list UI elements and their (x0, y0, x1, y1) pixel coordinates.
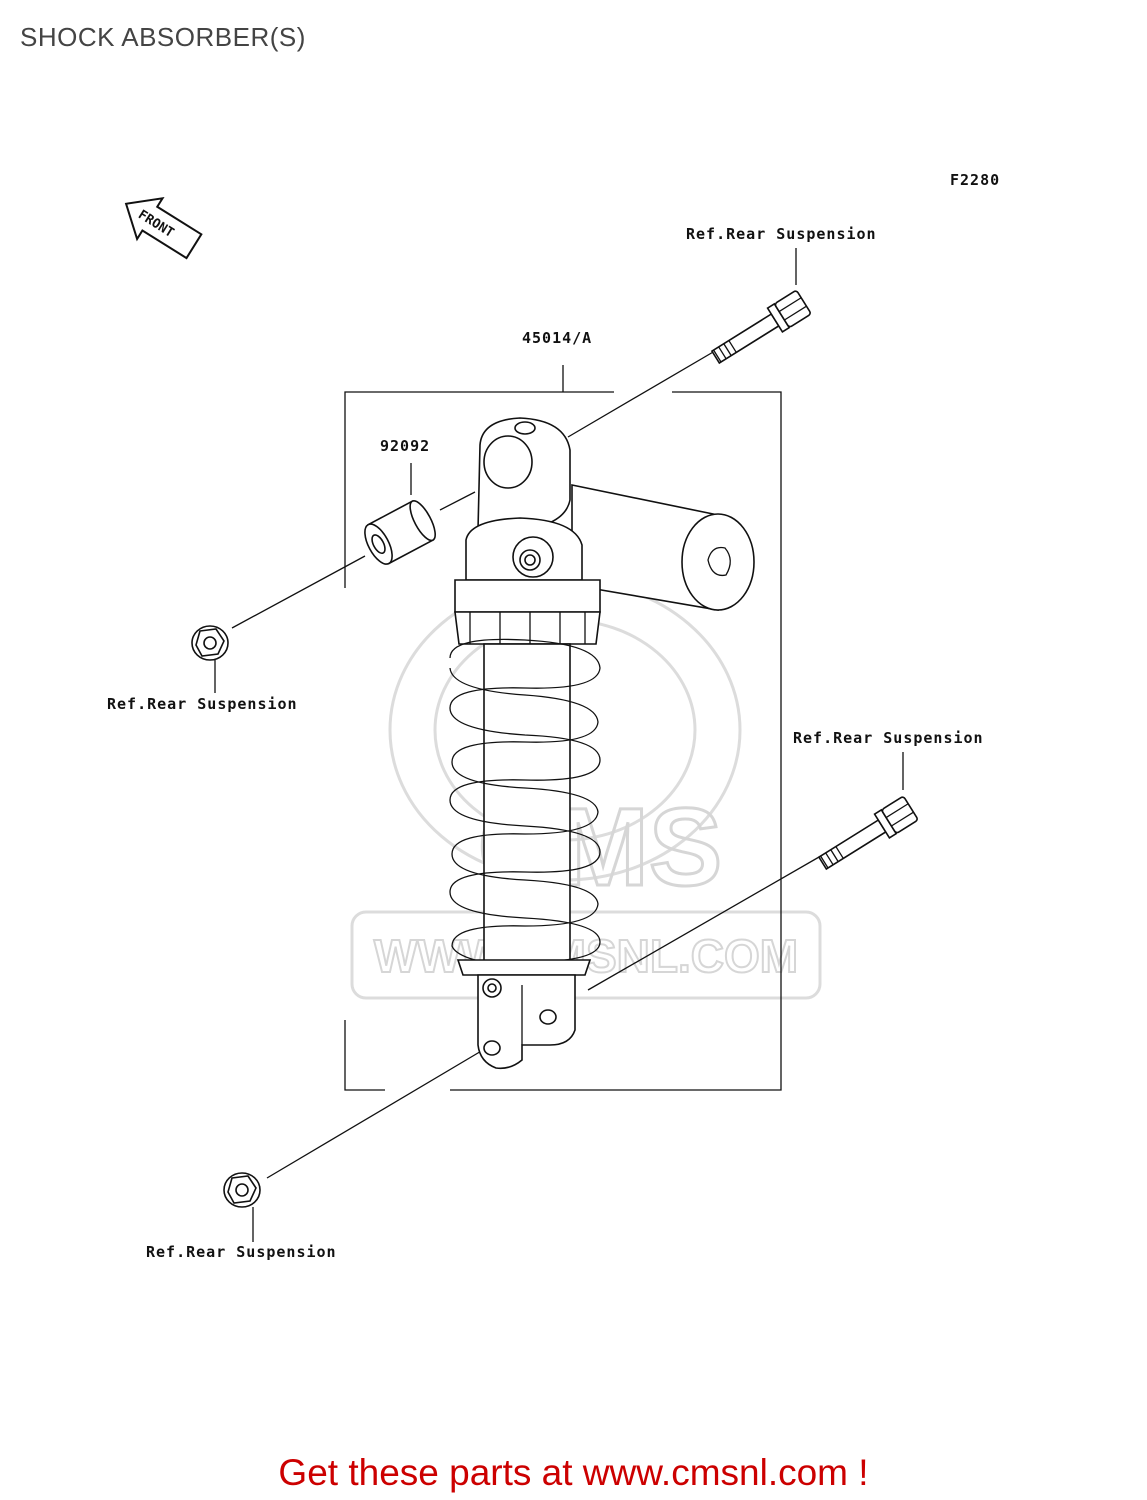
lower-mounting-bolt (817, 796, 918, 871)
page-title: SHOCK ABSORBER(S) (20, 22, 306, 52)
assembly-bracket (344, 365, 782, 1091)
ref-top-bolt-label: Ref.Rear Suspension (686, 225, 877, 243)
ref-upper-nut-label: Ref.Rear Suspension (107, 695, 298, 713)
collar-part-label: 92092 (380, 437, 430, 455)
leader-lines (214, 248, 904, 1242)
front-arrow-icon: FRONT (124, 196, 203, 260)
ref-lower-nut-label: Ref.Rear Suspension (146, 1243, 337, 1261)
shock-absorber (449, 417, 755, 1070)
coil-spring (449, 638, 601, 969)
shock-part-label: 45014/A (522, 329, 592, 347)
cta-banner[interactable]: Get these parts at www.cmsnl.com ! (278, 1452, 869, 1493)
ref-lower-bolt-label: Ref.Rear Suspension (793, 729, 984, 747)
upper-mounting-bolt (710, 290, 811, 365)
collar-92092 (364, 500, 436, 565)
figure-code: F2280 (950, 171, 1000, 189)
lower-flange-nut (223, 1172, 261, 1208)
upper-flange-nut (191, 625, 229, 661)
